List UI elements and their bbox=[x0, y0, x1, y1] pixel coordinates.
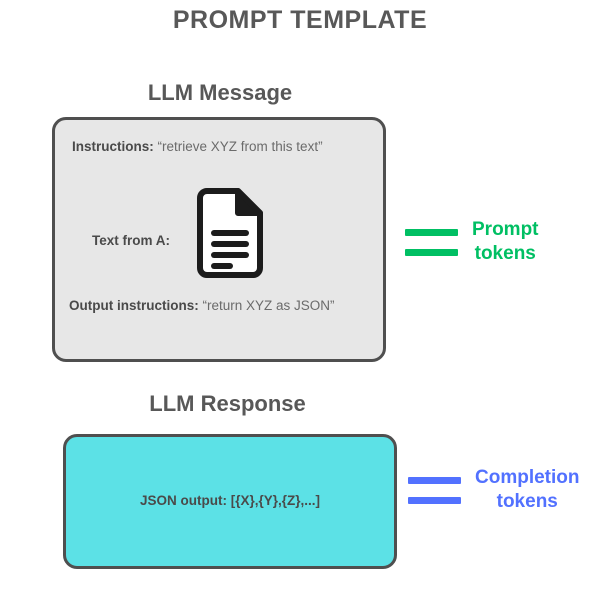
json-output-label: JSON output: bbox=[139, 493, 227, 508]
json-output-value: [{X},{Y},{Z},...] bbox=[230, 493, 321, 508]
prompt-tokens-label: Prompt tokens bbox=[472, 219, 539, 265]
page-title: PROMPT TEMPLATE bbox=[172, 6, 428, 34]
json-output-row: JSON output: [{X},{Y},{Z},...] bbox=[66, 493, 394, 508]
llm-message-box: Instructions: “retrieve XYZ from this te… bbox=[52, 117, 386, 362]
completion-tokens-bar-bottom bbox=[408, 496, 461, 504]
legend-prompt-tokens: Prompt tokens bbox=[405, 218, 539, 267]
text-from-row: Text from A: bbox=[92, 233, 170, 248]
completion-tokens-label: Completion tokens bbox=[475, 467, 580, 513]
instructions-label: Instructions: bbox=[72, 139, 154, 154]
output-instructions-row: Output instructions: “return XYZ as JSON… bbox=[69, 298, 335, 313]
prompt-tokens-bar-top bbox=[405, 228, 458, 236]
llm-response-box: JSON output: [{X},{Y},{Z},...] bbox=[63, 434, 397, 569]
llm-response-heading: LLM Response bbox=[149, 391, 306, 416]
legend-completion-tokens: Completion tokens bbox=[408, 466, 580, 515]
completion-tokens-marker-icon bbox=[408, 476, 461, 504]
text-from-label: Text from A: bbox=[92, 233, 171, 248]
document-icon bbox=[197, 188, 263, 278]
completion-tokens-bar-top bbox=[408, 476, 461, 484]
prompt-tokens-bar-bottom bbox=[405, 248, 458, 256]
instructions-row: Instructions: “retrieve XYZ from this te… bbox=[72, 139, 323, 154]
instructions-value: “retrieve XYZ from this text” bbox=[157, 139, 323, 154]
prompt-tokens-marker-icon bbox=[405, 228, 458, 256]
output-instructions-value: “return XYZ as JSON” bbox=[202, 298, 335, 313]
llm-message-heading: LLM Message bbox=[147, 80, 293, 105]
output-instructions-label: Output instructions: bbox=[69, 298, 199, 313]
